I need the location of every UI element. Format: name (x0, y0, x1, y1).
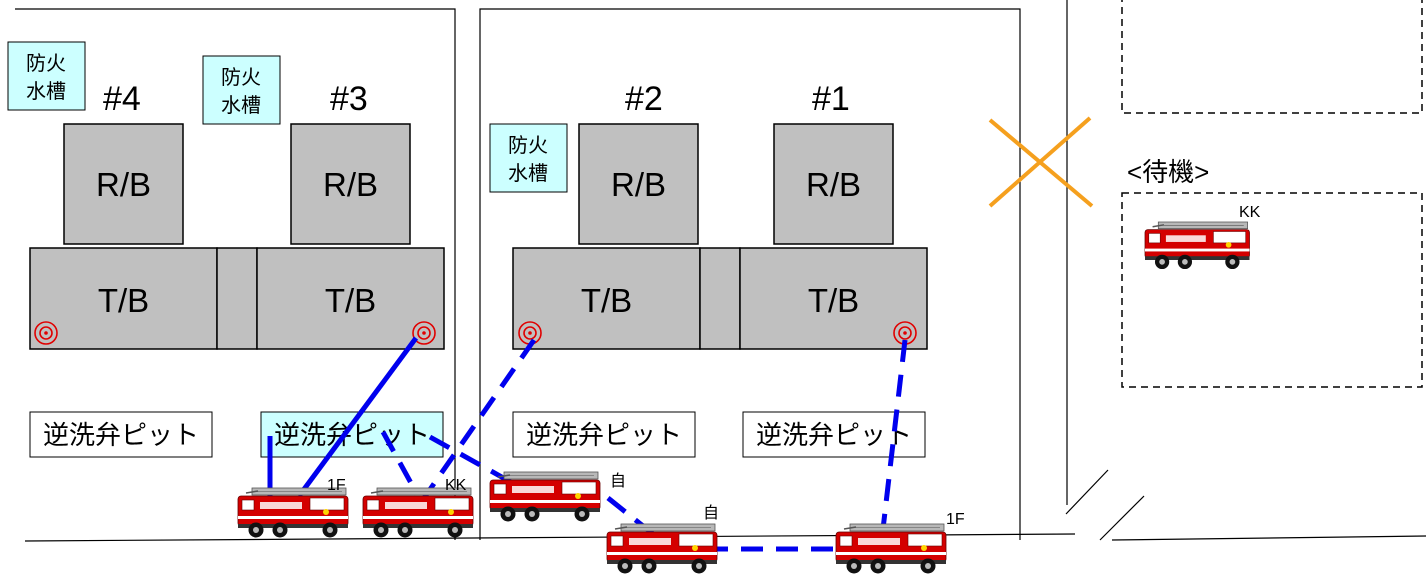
road-edge-right-bottom (1111, 535, 1426, 541)
fire-truck-1 (237, 487, 349, 539)
svg-text:防火: 防火 (221, 66, 261, 89)
svg-text:防火: 防火 (26, 52, 66, 75)
svg-text:T/B: T/B (98, 282, 149, 319)
svg-text:T/B: T/B (581, 282, 632, 319)
boundary-unit12 (479, 8, 1021, 540)
fire-truck-2 (362, 487, 474, 539)
standby-label: <待機> (1127, 157, 1209, 187)
svg-text:R/B: R/B (806, 166, 861, 203)
svg-text:逆洗弁ピット: 逆洗弁ピット (526, 420, 682, 450)
turbine-building-link-12 (699, 247, 741, 350)
svg-text:T/B: T/B (325, 282, 376, 319)
fire-truck-4 (606, 523, 718, 575)
truck-label-3: 自 (610, 472, 626, 490)
hose-solid-unit3-to-truck1 (296, 336, 419, 498)
reactor-building-unit2: R/B (578, 123, 699, 245)
truck-label-standby: KK (1239, 204, 1261, 221)
fire-water-tank-unit3: 防火 水槽 (202, 55, 281, 125)
truck-label-1: 1F (327, 477, 346, 494)
turbine-building-unit2: T/B (512, 247, 701, 350)
fire-truck-standby (1144, 221, 1251, 270)
svg-text:水槽: 水槽 (26, 80, 66, 103)
svg-text:防火: 防火 (508, 134, 548, 157)
boundary-unit34 (15, 8, 456, 540)
standby-area-top (1121, 0, 1423, 114)
backwash-pit-unit2: 逆洗弁ピット (512, 411, 696, 458)
unit-label-3: #3 (330, 80, 368, 118)
hose-dash-pit3-to-truck3 (428, 434, 518, 488)
backwash-pit-unit3: 逆洗弁ピット (260, 411, 444, 458)
fire-water-tank-unit2: 防火 水槽 (489, 123, 568, 193)
truck-label-5: 1F (946, 511, 965, 528)
backwash-pit-unit4: 逆洗弁ピット (29, 411, 213, 458)
unit-label-4: #4 (103, 80, 141, 118)
reactor-building-unit3: R/B (290, 123, 411, 245)
fire-water-tank-unit4: 防火 水槽 (7, 41, 86, 111)
turbine-building-unit1: T/B (739, 247, 928, 350)
reactor-building-unit1: R/B (773, 123, 894, 245)
hose-dash-pit3-to-truck2 (380, 430, 420, 496)
svg-text:水槽: 水槽 (221, 94, 261, 117)
reactor-building-unit4: R/B (63, 123, 184, 245)
turbine-building-unit3: T/B (256, 247, 445, 350)
turbine-building-link-34 (216, 247, 258, 350)
road-diagonal-2 (1099, 495, 1145, 541)
turbine-building-unit4: T/B (29, 247, 218, 350)
truck-label-2: KK (445, 477, 467, 494)
svg-text:逆洗弁ピット: 逆洗弁ピット (43, 420, 199, 450)
svg-text:R/B: R/B (96, 166, 151, 203)
hose-dash-unit2-to-truck2 (421, 338, 537, 500)
svg-text:R/B: R/B (323, 166, 378, 203)
fire-truck-5 (835, 523, 947, 575)
svg-text:T/B: T/B (808, 282, 859, 319)
svg-text:R/B: R/B (611, 166, 666, 203)
svg-text:逆洗弁ピット: 逆洗弁ピット (756, 420, 912, 450)
road-diagonal-1 (1065, 469, 1109, 515)
svg-text:水槽: 水槽 (508, 162, 548, 185)
site-boundaries (15, 0, 1426, 542)
unit-label-1: #1 (812, 80, 850, 118)
standby-area (1121, 192, 1423, 388)
hose-dash-unit1-to-truck5 (880, 339, 908, 530)
unit-label-2: #2 (625, 80, 663, 118)
truck-label-4: 自 (703, 504, 719, 522)
blocked-access-x-mark (988, 116, 1094, 208)
